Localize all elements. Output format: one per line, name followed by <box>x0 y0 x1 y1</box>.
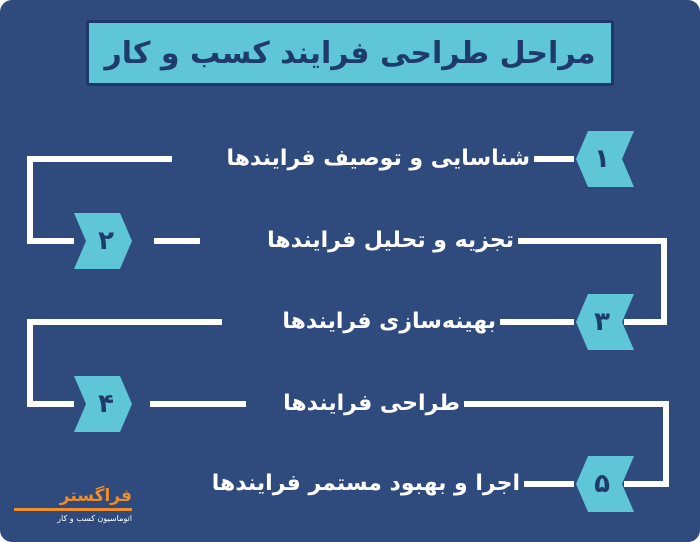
chevron-left-shape-icon <box>576 456 634 512</box>
title-box: مراحل طراحی فرایند کسب و کار <box>86 20 614 86</box>
step-5-number: ۵ <box>594 469 610 499</box>
chevron-left-shape-icon <box>576 294 634 350</box>
logo-underline <box>14 508 132 511</box>
step-4-number: ۴ <box>98 389 114 419</box>
step-3-badge: ۳ <box>570 294 634 350</box>
brand-logo: فراگستر اتوماسیون کسب و کار <box>14 486 132 526</box>
logo-tagline: اتوماسیون کسب و کار <box>57 514 132 523</box>
step-1-badge: ۱ <box>570 131 634 187</box>
chevron-right-shape-icon <box>74 376 132 432</box>
step-1-label: شناسایی و توصیف فرایندها <box>226 146 530 171</box>
step-2-number: ۲ <box>98 226 114 256</box>
connector-1-to-2 <box>27 156 172 244</box>
step-2-badge: ۲ <box>74 213 138 269</box>
step-2-label: تجزیه و تحلیل فرایندها <box>267 228 514 253</box>
step-5-badge: ۵ <box>570 456 634 512</box>
connector-3-to-4 <box>27 319 222 407</box>
step-4-badge: ۴ <box>74 376 138 432</box>
step-1-number: ۱ <box>594 144 610 174</box>
connector-4-to-5 <box>464 401 669 487</box>
step-3-label: بهینه‌سازی فرایندها <box>282 309 496 334</box>
step-3-number: ۳ <box>594 307 610 337</box>
logo-name: فراگستر <box>59 486 132 506</box>
chevron-left-shape-icon <box>576 131 634 187</box>
step-5-label: اجرا و بهبود مستمر فرایندها <box>211 471 520 496</box>
connector-2-to-3 <box>518 238 667 325</box>
step-4-label: طراحی فرایندها <box>283 391 460 416</box>
diagram-title: مراحل طراحی فرایند کسب و کار <box>104 35 596 71</box>
chevron-right-shape-icon <box>74 213 132 269</box>
